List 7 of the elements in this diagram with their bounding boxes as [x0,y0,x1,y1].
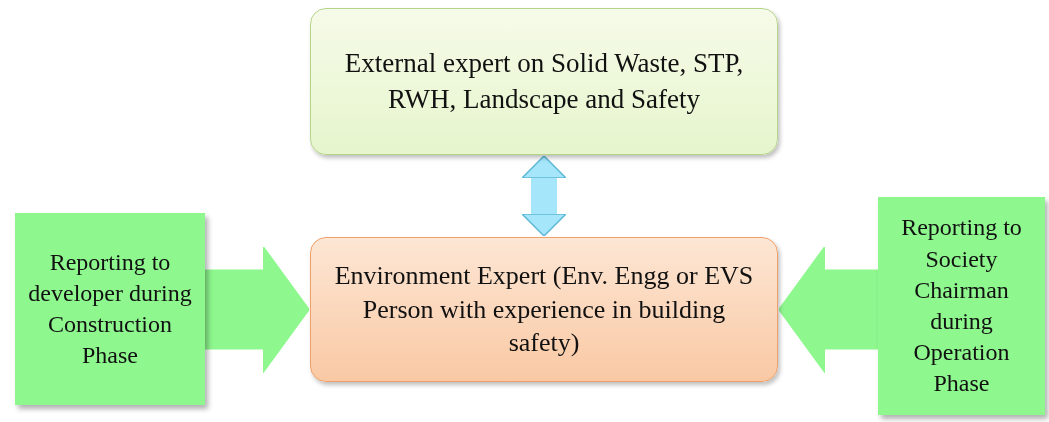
note-box: Reporting to Society Chairman during Operation Phase [878,197,1045,415]
block-arrow [205,245,310,374]
block-arrow [778,245,878,374]
double-arrow [521,155,567,237]
process-box: Environment Expert (Env. Engg or EVS Person with experience in building safety) [310,237,778,382]
process-box: External expert on Solid Waste, STP, RWH, Landscape and Safety [310,8,778,155]
note-box: Reporting to developer during Construction Phase [15,213,205,405]
